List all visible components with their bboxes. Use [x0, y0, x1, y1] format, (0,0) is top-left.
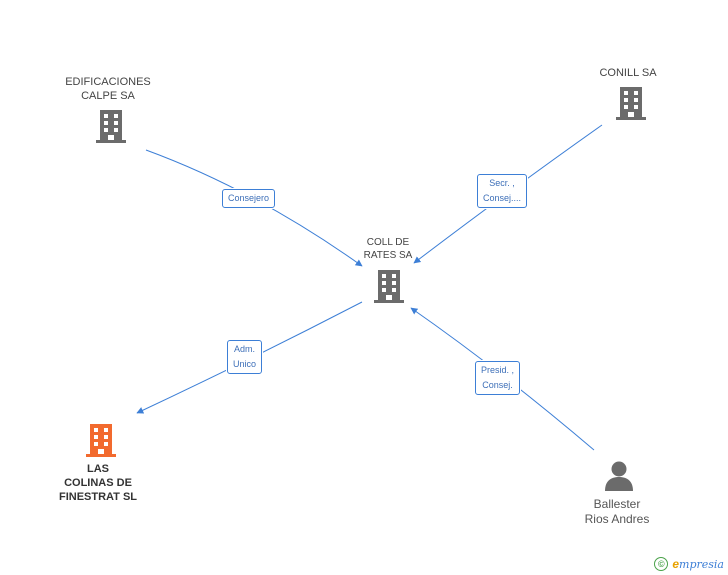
brand-e: e [672, 557, 680, 571]
brand-logo: © empresia [654, 557, 724, 571]
node-label-line: COLINAS DE [64, 477, 132, 489]
building-icon [374, 270, 404, 303]
node-label-line: RATES SA [363, 250, 413, 261]
edge-label-line: Consejero [228, 193, 270, 203]
node-label-line: CONILL SA [599, 67, 657, 79]
brand-rest: mpresia [679, 558, 724, 571]
node-label-coll: COLL DE RATES SA [338, 236, 438, 262]
edge-label-line: Consej. [482, 380, 513, 390]
edge-label-adm-unico: Adm. Unico [227, 340, 263, 374]
edge-label-consejero: Consejero [222, 189, 276, 208]
edge-label-line: Presid. , [481, 365, 515, 375]
copyright-icon: © [654, 557, 669, 571]
node-label-line: COLL DE [366, 237, 410, 248]
node-label-line: Rios Andres [584, 512, 650, 526]
node-label-ballester: Ballester Rios Andres [567, 497, 667, 527]
node-label-conill: CONILL SA [578, 66, 678, 80]
node-label-line: CALPE SA [81, 90, 135, 102]
edge-label-secr-consej: Secr. , Consej.... [477, 174, 528, 208]
edge-label-line: Consej.... [483, 193, 522, 203]
node-label-colinas: LAS COLINAS DE FINESTRAT SL [48, 462, 148, 504]
node-label-line: LAS [87, 463, 109, 475]
node-label-line: Ballester [593, 497, 641, 511]
edge-label-line: Secr. , [489, 178, 515, 188]
building-icon [96, 110, 126, 143]
building-icon-main [86, 424, 116, 457]
node-label-line: FINESTRAT SL [58, 491, 137, 503]
edge-label-line: Adm. [234, 344, 256, 354]
building-icon [616, 87, 646, 120]
node-label-edificaciones: EDIFICACIONES CALPE SA [58, 75, 158, 103]
person-icon [605, 461, 633, 491]
edge-label-presid-consej: Presid. , Consej. [475, 361, 521, 395]
node-label-line: EDIFICACIONES [65, 76, 151, 88]
brand-wordmark: empresia [672, 557, 724, 571]
edge-label-line: Unico [233, 359, 257, 369]
edge-edificaciones-coll [145, 149, 363, 267]
